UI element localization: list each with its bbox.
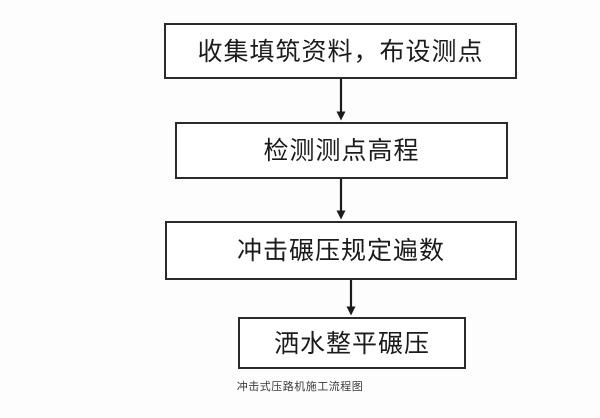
- flowchart-node-step-2[interactable]: 检测测点高程: [175, 122, 508, 179]
- figure-caption: 冲击式压路机施工流程图: [236, 380, 364, 393]
- flowchart-node-label: 冲击碾压规定遍数: [236, 236, 445, 265]
- flowchart-node-step-4[interactable]: 洒水整平碾压: [238, 317, 466, 369]
- flowchart-node-step-3[interactable]: 冲击碾压规定遍数: [165, 221, 517, 280]
- flowchart-node-step-1[interactable]: 收集填筑资料，布设测点: [164, 23, 517, 79]
- flowchart-node-label: 洒水整平碾压: [273, 328, 430, 358]
- flowchart-node-label: 收集填筑资料，布设测点: [197, 36, 484, 66]
- flowchart-node-label: 检测测点高程: [263, 136, 420, 165]
